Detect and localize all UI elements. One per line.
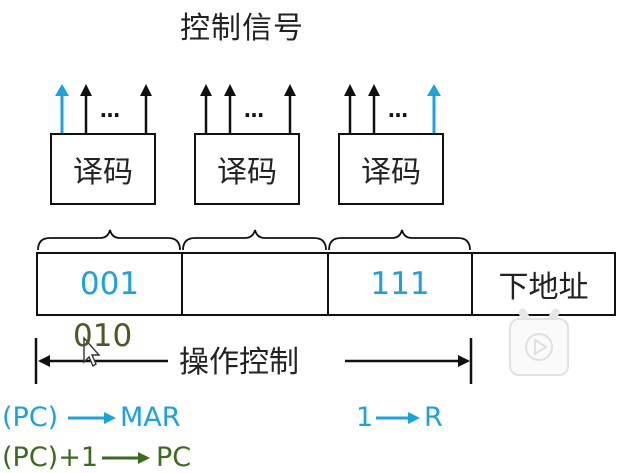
ellipsis: … [388,98,408,122]
operation-field: 001 [36,252,183,316]
next-address-field: 下地址 [471,252,616,316]
play-button[interactable] [509,318,569,376]
brace [37,229,181,251]
micro-op-target: R [424,402,443,433]
mouse-cursor-icon [83,336,101,368]
micro-op-target: PC [156,442,192,473]
decoder-label: 译码 [217,155,277,190]
micro-op-source: (PC) [2,402,59,433]
field-value: 下地址 [498,270,589,305]
operation-field: 111 [327,252,473,316]
decoder-box: 译码 [194,133,300,205]
decoder-label: 译码 [73,155,133,190]
field-value: 111 [370,266,430,302]
ellipsis: … [244,98,264,122]
brace [328,229,471,251]
written-value: 010 [73,318,133,354]
operation-field [181,252,329,316]
control-signals-title: 控制信号 [180,11,304,46]
decoder-label: 译码 [361,155,421,190]
micro-op-source: (PC)+1 [2,442,99,473]
field-value: 001 [79,266,140,302]
decoder-box: 译码 [338,133,444,205]
play-icon [525,333,553,361]
brace [182,229,327,251]
operation-control-label: 操作控制 [175,348,303,378]
micro-op-source: 1 [356,402,374,433]
micro-op-target: MAR [120,402,181,433]
ellipsis: … [100,98,120,122]
decoder-box: 译码 [50,133,156,205]
